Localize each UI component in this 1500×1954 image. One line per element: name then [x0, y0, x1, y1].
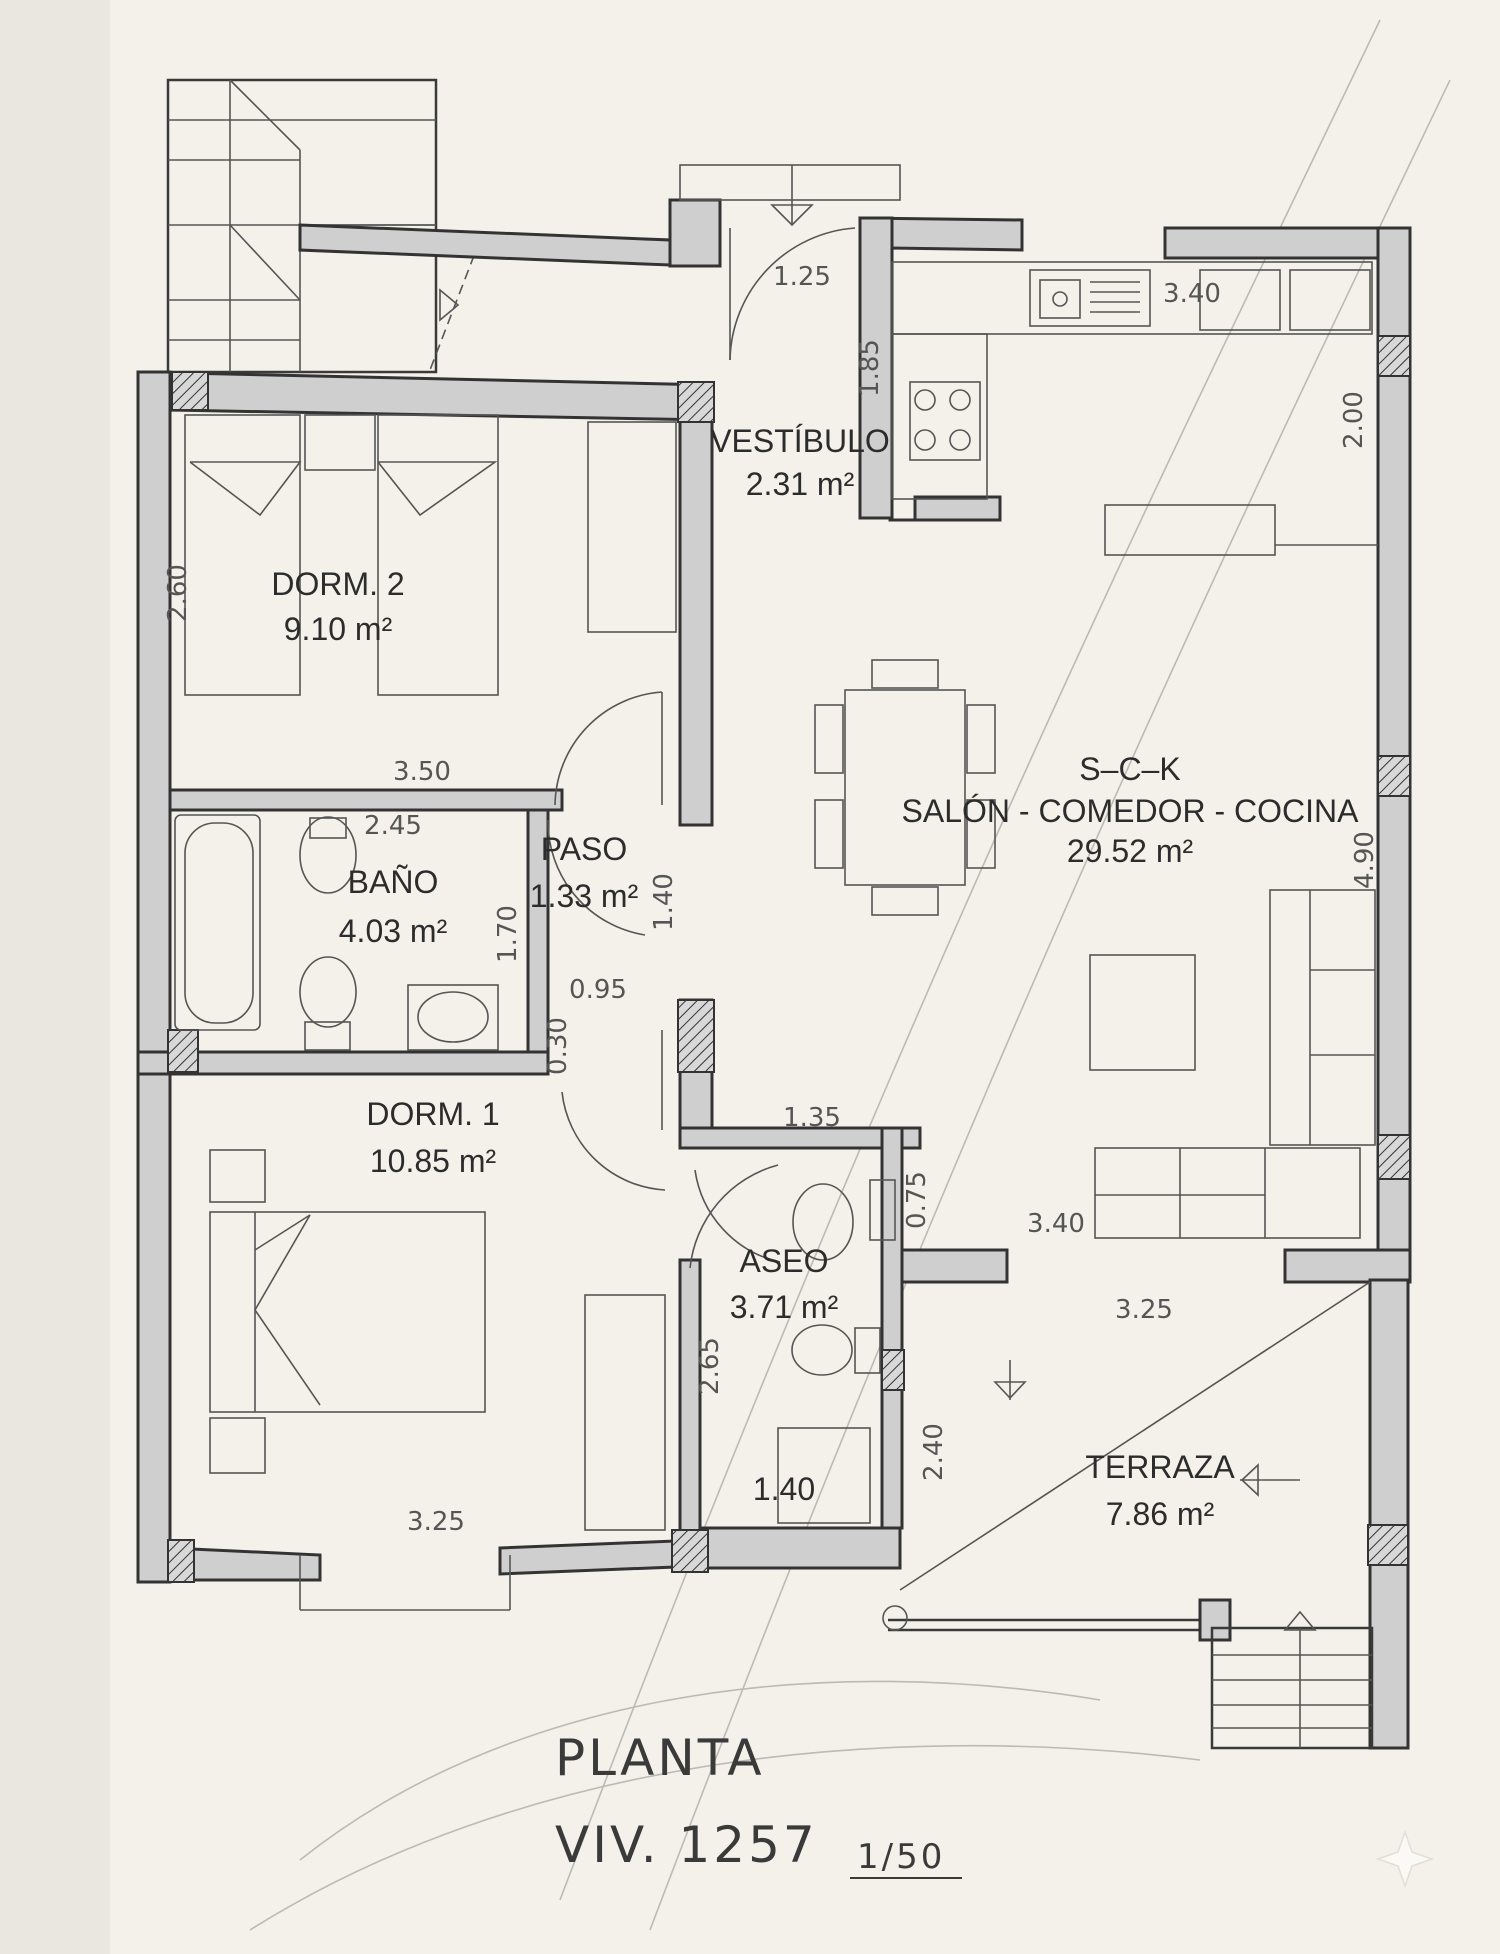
dim-terraza-width: 3.25	[1115, 1295, 1173, 1325]
room-name-sck: SALÓN - COMEDOR - COCINA	[902, 793, 1360, 829]
kitchen-fixtures	[891, 261, 1378, 556]
dim-kitchen-width: 3.40	[1163, 279, 1221, 309]
room-name-dorm1: DORM. 1	[366, 1096, 499, 1132]
dim-aseo-top: 1.35	[783, 1103, 841, 1133]
dim-terraza-height: 2.40	[919, 1423, 949, 1481]
dorm2-furniture	[184, 414, 677, 696]
columns	[167, 335, 1411, 1583]
room-name-bano: BAÑO	[348, 864, 439, 900]
dim-vest-width: 1.25	[773, 262, 831, 292]
dimension-labels: 1.25 1.85 3.40 2.00 2.60 3.50 2.45 1.70 …	[163, 262, 1380, 1537]
plan-scale: 1/50	[857, 1837, 945, 1877]
dim-vest-height: 1.85	[855, 339, 885, 397]
room-labels: DORM. 2 9.10 m² VESTÍBULO 2.31 m² S–C–K …	[271, 423, 1359, 1532]
dim-dorm2-height: 2.60	[163, 564, 193, 622]
dim-paso-width: 0.95	[569, 975, 627, 1005]
entrance-door	[679, 164, 901, 361]
page-gutter	[0, 0, 110, 1954]
staircase	[166, 78, 481, 374]
terrace	[882, 1281, 1374, 1750]
room-code-sck: S–C–K	[1079, 751, 1180, 787]
room-area-dorm2: 9.10 m²	[284, 611, 393, 647]
room-area-sck: 29.52 m²	[1067, 833, 1194, 869]
dim-paso-small: 0.30	[543, 1017, 573, 1075]
room-name-paso: PASO	[541, 831, 628, 867]
dim-aseo-bottom: 1.40	[753, 1471, 815, 1507]
bathroom-fixtures	[174, 814, 896, 1524]
walls	[136, 198, 1412, 1750]
room-name-vestibulo: VESTÍBULO	[710, 423, 890, 459]
dim-bano-width: 2.45	[364, 811, 422, 841]
title-block: PLANTA VIV. 1257 1/50	[555, 1729, 962, 1879]
interior-doors	[547, 691, 781, 1269]
dim-paso-height: 1.40	[649, 873, 679, 931]
room-area-vestibulo: 2.31 m²	[746, 466, 855, 502]
room-name-aseo: ASEO	[740, 1243, 829, 1279]
dim-dorm2-width: 3.50	[393, 757, 451, 787]
room-area-dorm1: 10.85 m²	[370, 1143, 497, 1179]
dim-aseo-side: 0.75	[902, 1171, 932, 1229]
room-area-paso: 1.33 m²	[530, 878, 639, 914]
sparkle-icon	[1375, 1829, 1435, 1889]
room-name-dorm2: DORM. 2	[271, 566, 404, 602]
dorm1-furniture	[209, 1149, 666, 1611]
room-name-terraza: TERRAZA	[1085, 1449, 1235, 1485]
room-area-aseo: 3.71 m²	[730, 1289, 839, 1325]
plan-subtitle: VIV. 1257	[555, 1816, 818, 1874]
room-area-bano: 4.03 m²	[339, 913, 448, 949]
dim-bano-height: 1.70	[493, 905, 523, 963]
dim-aseo-height: 2.65	[695, 1337, 725, 1395]
living-furniture	[1089, 889, 1376, 1239]
dim-kitchen-height: 2.00	[1339, 391, 1369, 449]
dining-table	[814, 659, 996, 916]
plan-title: PLANTA	[555, 1729, 765, 1787]
dim-dorm1-width: 3.25	[407, 1507, 465, 1537]
dim-sck-height: 4.90	[1350, 831, 1380, 889]
room-area-terraza: 7.86 m²	[1106, 1496, 1215, 1532]
dim-sck-bottom: 3.40	[1027, 1209, 1085, 1239]
